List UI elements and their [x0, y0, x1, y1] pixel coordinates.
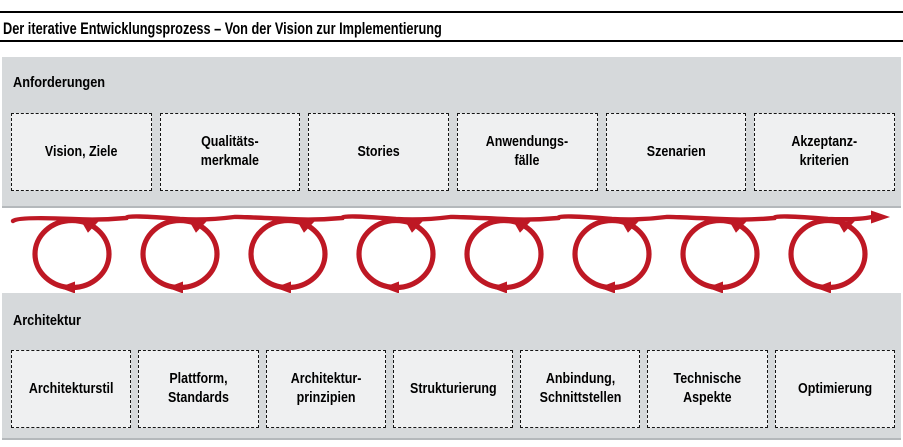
title-rule-bottom	[0, 40, 903, 42]
architecture-box-plattform-standards: Plattform, Standards	[138, 350, 259, 428]
architecture-panel: Architektur Architekturstil Plattform, S…	[2, 293, 901, 440]
architecture-box-technische-aspekte: Technische Aspekte	[647, 350, 768, 428]
box-label: Szenarien	[646, 143, 706, 160]
requirements-box-anwendungsfaelle: Anwendungs- fälle	[457, 113, 598, 191]
box-label: Architekturstil	[28, 380, 114, 397]
architecture-box-architekturstil: Architekturstil	[11, 350, 132, 428]
box-label: Strukturierung	[409, 380, 497, 397]
requirements-box-row: Vision, Ziele Qualitäts- merkmale Storie…	[11, 113, 896, 191]
architecture-box-architekturprinzipien: Architektur- prinzipien	[265, 350, 386, 428]
requirements-box-qualitaetsmerkmale: Qualitäts- merkmale	[159, 113, 301, 191]
box-label: Plattform, Standards	[167, 371, 229, 406]
box-label: Akzeptanz- kriterien	[791, 134, 858, 169]
architecture-heading: Architektur	[13, 312, 82, 329]
requirements-box-vision: Vision, Ziele	[11, 113, 152, 191]
requirements-box-stories: Stories	[308, 113, 450, 191]
requirements-box-szenarien: Szenarien	[605, 113, 747, 191]
box-label: Vision, Ziele	[45, 143, 118, 160]
box-label: Architektur- prinzipien	[290, 371, 362, 406]
requirements-heading: Anforderungen	[13, 74, 106, 91]
architecture-box-row: Architekturstil Plattform, Standards Arc…	[11, 350, 895, 428]
requirements-panel: Anforderungen Vision, Ziele Qualitäts- m…	[2, 57, 901, 208]
title-rule-top	[0, 11, 903, 13]
architecture-box-optimierung: Optimierung	[774, 350, 895, 428]
box-label: Stories	[357, 143, 400, 160]
box-label: Qualitäts- merkmale	[200, 134, 260, 169]
box-label: Technische Aspekte	[673, 371, 742, 406]
box-label: Anwendungs- fälle	[486, 134, 569, 169]
architecture-box-anbindung-schnittstellen: Anbindung, Schnittstellen	[520, 350, 641, 428]
box-label: Optimierung	[797, 380, 872, 397]
box-label: Anbindung, Schnittstellen	[539, 371, 622, 406]
requirements-box-akzeptanzkriterien: Akzeptanz- kriterien	[754, 113, 896, 191]
iteration-spiral-graphic	[10, 210, 890, 293]
page-title: Der iterative Entwicklungsprozess – Von …	[3, 19, 442, 38]
architecture-box-strukturierung: Strukturierung	[392, 350, 514, 428]
